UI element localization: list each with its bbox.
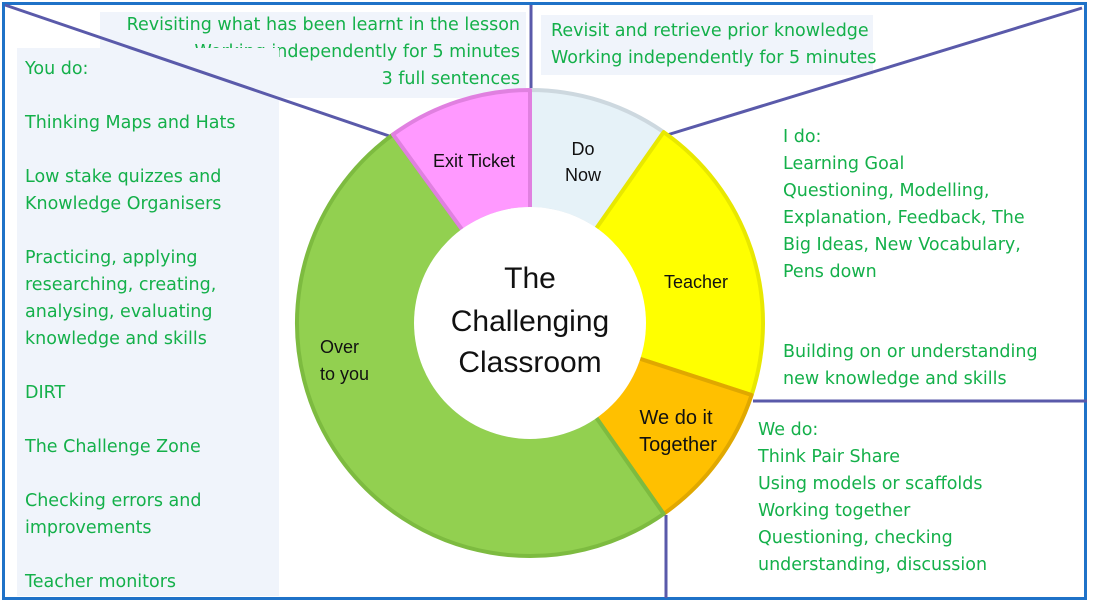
- we-do-line: Using models or scaffolds: [758, 474, 983, 494]
- center-title-line: Challenging: [451, 305, 609, 338]
- center-circle: [414, 207, 646, 439]
- i-do-line: I do:: [783, 127, 822, 147]
- segment-label-do-now: Do: [571, 139, 594, 159]
- you-do-item: knowledge and skills: [25, 329, 207, 349]
- center-title-line: Classroom: [458, 346, 601, 379]
- i-do-line: Big Ideas, New Vocabulary,: [783, 235, 1021, 255]
- i-do-line: Questioning, Modelling,: [783, 181, 990, 201]
- we-do-line: We do:: [758, 420, 819, 440]
- you-do-item: researching, creating,: [25, 275, 217, 295]
- connector-lines: [4, 3, 1087, 598]
- do-now-note-line: Revisit and retrieve prior knowledge: [551, 21, 869, 41]
- cycle-segments: [295, 88, 765, 558]
- we-do-panel: We do: Think Pair Share Using models or …: [758, 417, 987, 579]
- you-do-panel: You do: Thinking Maps and Hats Low stake…: [17, 48, 279, 596]
- center-title-line: The: [504, 262, 556, 295]
- you-do-item: DIRT: [25, 383, 66, 403]
- i-do-line: Pens down: [783, 262, 877, 282]
- you-do-item: Knowledge Organisers: [25, 194, 222, 214]
- segment-label-exit-ticket: Exit Ticket: [433, 151, 515, 171]
- you-do-item: Practicing, applying: [25, 248, 198, 268]
- exit-ticket-note-line: Revisiting what has been learnt in the l…: [126, 15, 520, 35]
- segment-label-over-to-you: Over: [320, 337, 359, 357]
- i-do-footer: Building on or understanding new knowled…: [783, 339, 1038, 393]
- you-do-item: Teacher monitors: [25, 572, 177, 592]
- you-do-item: improvements: [25, 518, 152, 538]
- i-do-footer-line: new knowledge and skills: [783, 369, 1007, 389]
- i-do-line: Explanation, Feedback, The: [783, 208, 1025, 228]
- i-do-line: Learning Goal: [783, 154, 905, 174]
- do-now-note-line: Working independently for 5 minutes: [551, 48, 877, 68]
- diagram-frame: [2, 2, 1087, 600]
- segment-label-teacher: Teacher: [664, 272, 728, 292]
- segment-label-over-to-you: to you: [320, 364, 369, 384]
- segment-label-we-do: Together: [639, 434, 717, 456]
- segment-label-we-do: We do it: [640, 407, 713, 429]
- we-do-line: Working together: [758, 501, 911, 521]
- we-do-line: understanding, discussion: [758, 555, 988, 575]
- you-do-item: The Challenge Zone: [25, 437, 201, 457]
- we-do-line: Questioning, checking: [758, 528, 953, 548]
- we-do-line: Think Pair Share: [758, 447, 901, 467]
- you-do-item: Thinking Maps and Hats: [25, 113, 236, 133]
- connector-exit-ticket: [4, 3, 396, 140]
- you-do-item: Checking errors and: [25, 491, 202, 511]
- exit-ticket-note-line: 3 full sentences: [381, 69, 520, 89]
- you-do-item: analysing, evaluating: [25, 302, 213, 322]
- segment-label-do-now: Now: [565, 165, 602, 185]
- i-do-panel: I do: Learning Goal Questioning, Modelli…: [783, 124, 1025, 286]
- you-do-item: Low stake quizzes and: [25, 167, 222, 187]
- do-now-note: Revisit and retrieve prior knowledge Wor…: [541, 15, 877, 75]
- i-do-footer-line: Building on or understanding: [783, 342, 1038, 362]
- you-do-heading: You do:: [25, 59, 89, 79]
- connector-do-now: [666, 6, 1083, 137]
